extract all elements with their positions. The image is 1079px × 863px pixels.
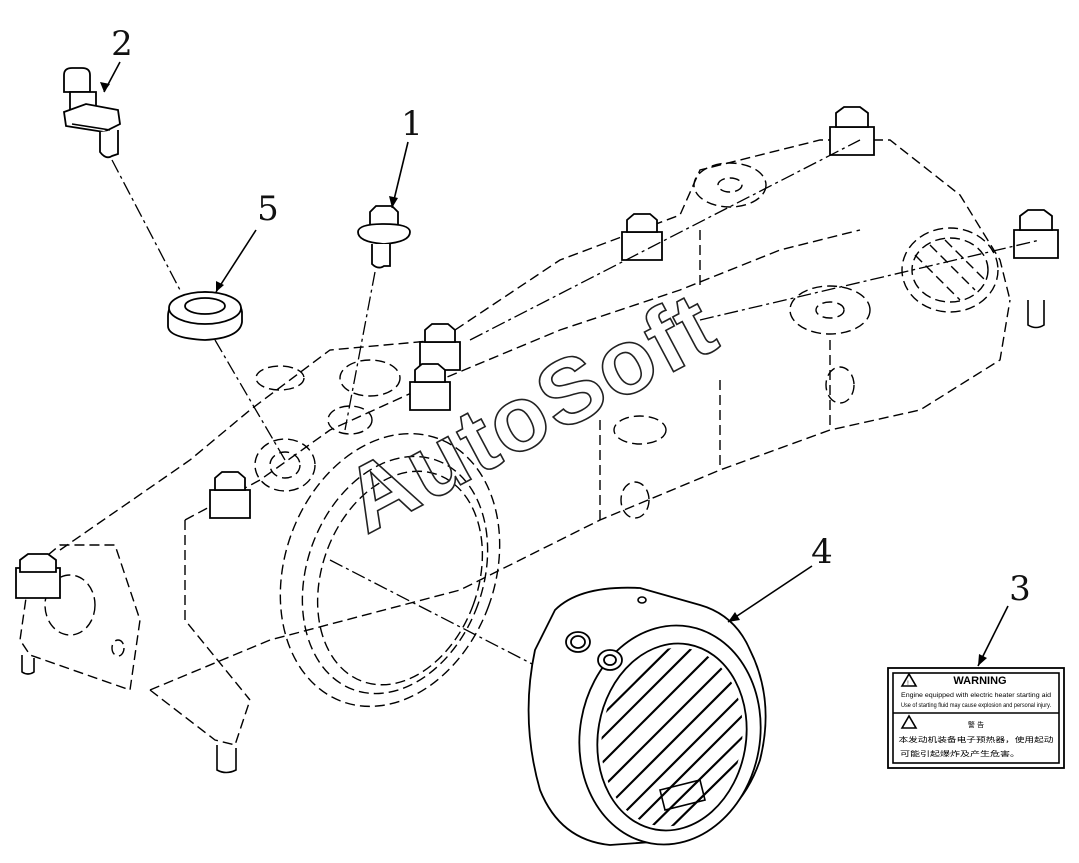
callout-5: 5 <box>257 189 279 229</box>
intake-manifold-body <box>19 139 1045 774</box>
svg-text:!: ! <box>907 681 909 687</box>
warning-tag-cn-title: 警 告 <box>968 720 984 729</box>
warning-tag-line-2: Use of starting fluid may cause explosio… <box>901 703 1051 709</box>
manifold-bolts <box>15 106 1059 599</box>
warning-tag-title: WARNING <box>953 675 1006 687</box>
callouts: 2 1 5 4 3 <box>100 24 1031 667</box>
callout-2: 2 <box>111 24 133 64</box>
warning-tag-cn-line-2: 可能引起爆炸及产生危害。 <box>900 749 1020 758</box>
warning-tag-line-1: Engine equipped with electric heater sta… <box>901 693 1051 699</box>
flange-bolt-part-1 <box>357 205 411 269</box>
callout-4: 4 <box>811 532 833 572</box>
sealing-washer-part-5 <box>167 291 243 341</box>
warning-tag-part-3: ! WARNING Engine equipped with electric … <box>887 667 1065 769</box>
callout-1: 1 <box>401 104 423 144</box>
callout-3: 3 <box>1009 569 1031 609</box>
stud-bolt-part-2 <box>63 67 121 159</box>
intake-heater-part-4 <box>527 586 767 846</box>
warning-tag-cn-line-1: 本发动机装备电子预热器，使用起动 <box>899 735 1054 744</box>
watermark-text: AutoSoft <box>328 273 733 553</box>
assembly-center-lines <box>111 139 1041 669</box>
